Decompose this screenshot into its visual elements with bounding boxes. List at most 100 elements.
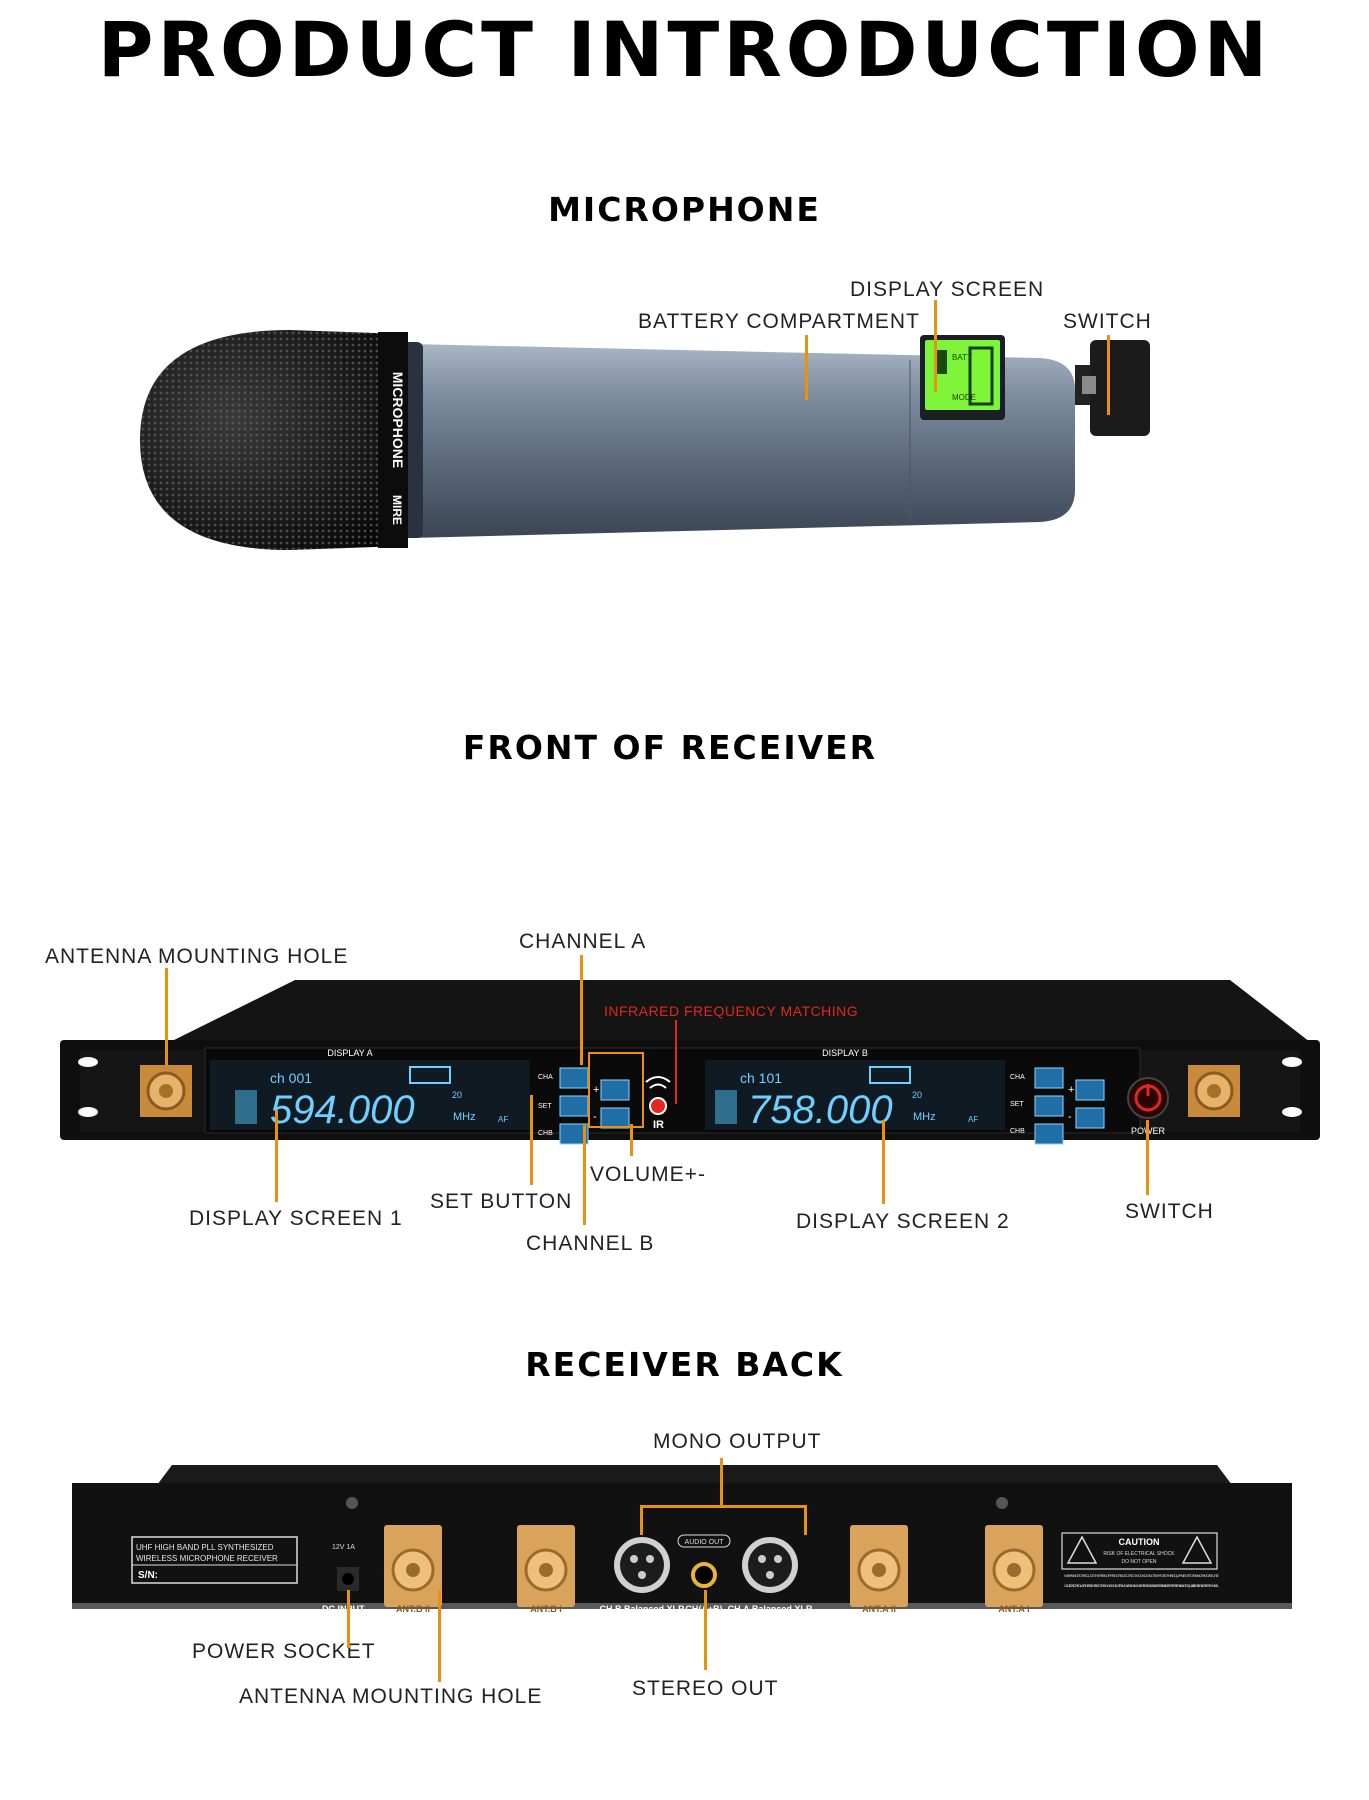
callout-stereo-out: STEREO OUT — [632, 1677, 779, 1700]
display-b: DISPLAY B ch 101 758.000 20 MHz AF — [705, 1048, 1005, 1132]
display-a-channel: ch 001 — [270, 1070, 312, 1086]
center-button-cluster: CHA SET CHB + - IR — [538, 1067, 671, 1145]
callout-switch-front: SWITCH — [1125, 1200, 1214, 1223]
audio-out-label: AUDIO OUT — [685, 1539, 725, 1546]
callout-switch-mic: SWITCH — [1063, 310, 1152, 333]
back-antenna-b1: ANT.B I — [517, 1525, 575, 1614]
leader-mono-output-vertical — [720, 1458, 723, 1506]
display-a-label: DISPLAY A — [327, 1048, 372, 1058]
leader-power-socket — [347, 1590, 350, 1648]
leader-battery-compartment — [805, 335, 808, 400]
callout-battery-compartment: BATTERY COMPARTMENT — [638, 310, 920, 333]
xlr-cha: CH.A Balanced XLR — [728, 1537, 813, 1614]
caution-sub-1: RISK OF ELECTRICAL SHOCK — [1103, 1551, 1175, 1557]
caution-text: CAUTION: TO REDUCE THE RISK OF ELECTRIC … — [1064, 1583, 1220, 1588]
callout-channel-b: CHANNEL B — [526, 1232, 655, 1255]
microphone-section-title: MICROPHONE — [548, 190, 821, 229]
ant-b2-label: ANT.B II — [396, 1604, 430, 1614]
leader-back-antenna-hole — [438, 1590, 441, 1682]
callout-back-antenna-hole: ANTENNA MOUNTING HOLE — [239, 1685, 543, 1708]
leader-display-screen-1 — [275, 1110, 278, 1202]
mic-switch — [1075, 340, 1150, 436]
ant-a1-label: ANT.A I — [998, 1604, 1029, 1614]
leader-mono-output-left — [640, 1505, 643, 1535]
leader-stereo-out — [704, 1590, 707, 1670]
caution-panel: CAUTION RISK OF ELECTRICAL SHOCK DO NOT … — [1061, 1532, 1220, 1588]
back-antenna-a2: ANT.A II — [850, 1525, 908, 1614]
display-b-channel: ch 101 — [740, 1070, 782, 1086]
btn-label-chb-right: CHB — [1010, 1128, 1025, 1135]
btn-label-plus-right: + — [1068, 1084, 1074, 1096]
display-b-frequency: 758.000 — [748, 1088, 893, 1132]
btn-label-set-left: SET — [538, 1103, 552, 1110]
leader-volume — [630, 1124, 633, 1156]
callout-front-antenna-hole: ANTENNA MOUNTING HOLE — [45, 945, 349, 968]
btn-label-cha-right: CHA — [1010, 1074, 1025, 1081]
front-receiver-section-title: FRONT OF RECEIVER — [462, 728, 878, 767]
back-antenna-a1: ANT.A I — [985, 1525, 1043, 1614]
back-receiver-section-title: RECEIVER BACK — [525, 1345, 844, 1384]
caution-title: CAUTION — [1119, 1537, 1160, 1547]
callout-channel-a: CHANNEL A — [519, 930, 647, 953]
leader-channel-b — [583, 1125, 586, 1225]
chb-xlr-label: CH.B Balanced XLR — [599, 1604, 685, 1614]
warning-text: WARNING: TO REDUCE THE RISK OF FIRE OR E… — [1064, 1573, 1219, 1578]
btn-label-minus-right: - — [1068, 1111, 1072, 1123]
mic-grille: MICROPHONE MIRE — [140, 330, 408, 550]
btn-label-set-right: SET — [1010, 1101, 1024, 1108]
btn-label-minus-left: - — [593, 1111, 597, 1123]
dc-input-socket: 12V 1A DC INPUT — [322, 1544, 365, 1614]
display-b-unit: MHz — [913, 1111, 936, 1123]
leader-channel-a — [580, 955, 583, 1065]
xlr-chb: CH.B Balanced XLR — [599, 1537, 685, 1614]
display-a-unit: MHz — [453, 1111, 476, 1123]
infrared-leader — [675, 1020, 677, 1104]
leader-front-antenna-hole — [165, 968, 168, 1065]
front-antenna-hole-right — [1188, 1065, 1240, 1117]
callout-set-button: SET BUTTON — [430, 1190, 573, 1213]
btn-label-cha-left: CHA — [538, 1074, 553, 1081]
display-b-label: DISPLAY B — [822, 1048, 868, 1058]
dc-input-label: DC INPUT — [322, 1604, 365, 1614]
lcd-batt-label: BATT — [952, 353, 972, 362]
callout-display-screen: DISPLAY SCREEN — [850, 278, 1045, 301]
cha-xlr-label: CH.A Balanced XLR — [728, 1604, 813, 1614]
ant-b1-label: ANT.B I — [530, 1604, 562, 1614]
dc-spec: 12V 1A — [332, 1544, 355, 1551]
btn-label-chb-left: CHB — [538, 1130, 553, 1137]
right-button-cluster: CHA SET CHB + - — [1010, 1067, 1105, 1145]
display-a-frequency: 594.000 — [270, 1088, 415, 1132]
leader-display-screen — [934, 300, 937, 392]
back-label-box: UHF HIGH BAND PLL SYNTHESIZED WIRELESS M… — [131, 1536, 298, 1584]
back-receiver-illustration: UHF HIGH BAND PLL SYNTHESIZED WIRELESS M… — [72, 1465, 1292, 1614]
lcd-mode-label: MODE — [952, 393, 976, 402]
page-title: PRODUCT INTRODUCTION — [97, 5, 1272, 94]
ant-a2-label: ANT.A II — [862, 1604, 896, 1614]
infrared-label: INFRARED FREQUENCY MATCHING — [604, 1003, 859, 1019]
front-antenna-hole-left — [140, 1065, 192, 1117]
display-a-vol: 20 — [452, 1090, 462, 1100]
callout-display-screen-1: DISPLAY SCREEN 1 — [189, 1207, 403, 1230]
display-b-af: AF — [968, 1115, 978, 1124]
back-antenna-b2: ANT.B II — [384, 1525, 442, 1614]
leader-display-screen-2 — [882, 1120, 885, 1204]
ir-label: IR — [653, 1119, 664, 1131]
leader-mono-output-horizontal — [640, 1505, 806, 1508]
btn-label-plus-left: + — [593, 1084, 599, 1096]
display-a: DISPLAY A ch 001 594.000 20 MHz AF — [210, 1048, 530, 1132]
grille-brand-text-2: MIRE — [390, 495, 404, 525]
callout-volume: VOLUME+- — [590, 1163, 706, 1186]
label-line-1: UHF HIGH BAND PLL SYNTHESIZED — [136, 1543, 274, 1552]
callout-display-screen-2: DISPLAY SCREEN 2 — [796, 1210, 1010, 1233]
callout-mono-output: MONO OUTPUT — [653, 1430, 822, 1453]
volume-highlight-box — [588, 1052, 644, 1128]
display-a-af: AF — [498, 1115, 508, 1124]
microphone-illustration: MICROPHONE MIRE BATT MODE — [140, 330, 1150, 550]
display-b-vol: 20 — [912, 1090, 922, 1100]
leader-switch-mic — [1107, 335, 1110, 415]
sn-label: S/N: — [138, 1570, 158, 1581]
leader-set-button — [530, 1095, 533, 1185]
mic-lcd-screen: BATT MODE — [920, 335, 1005, 420]
callout-power-socket: POWER SOCKET — [192, 1640, 376, 1663]
leader-mono-output-right — [804, 1505, 807, 1535]
